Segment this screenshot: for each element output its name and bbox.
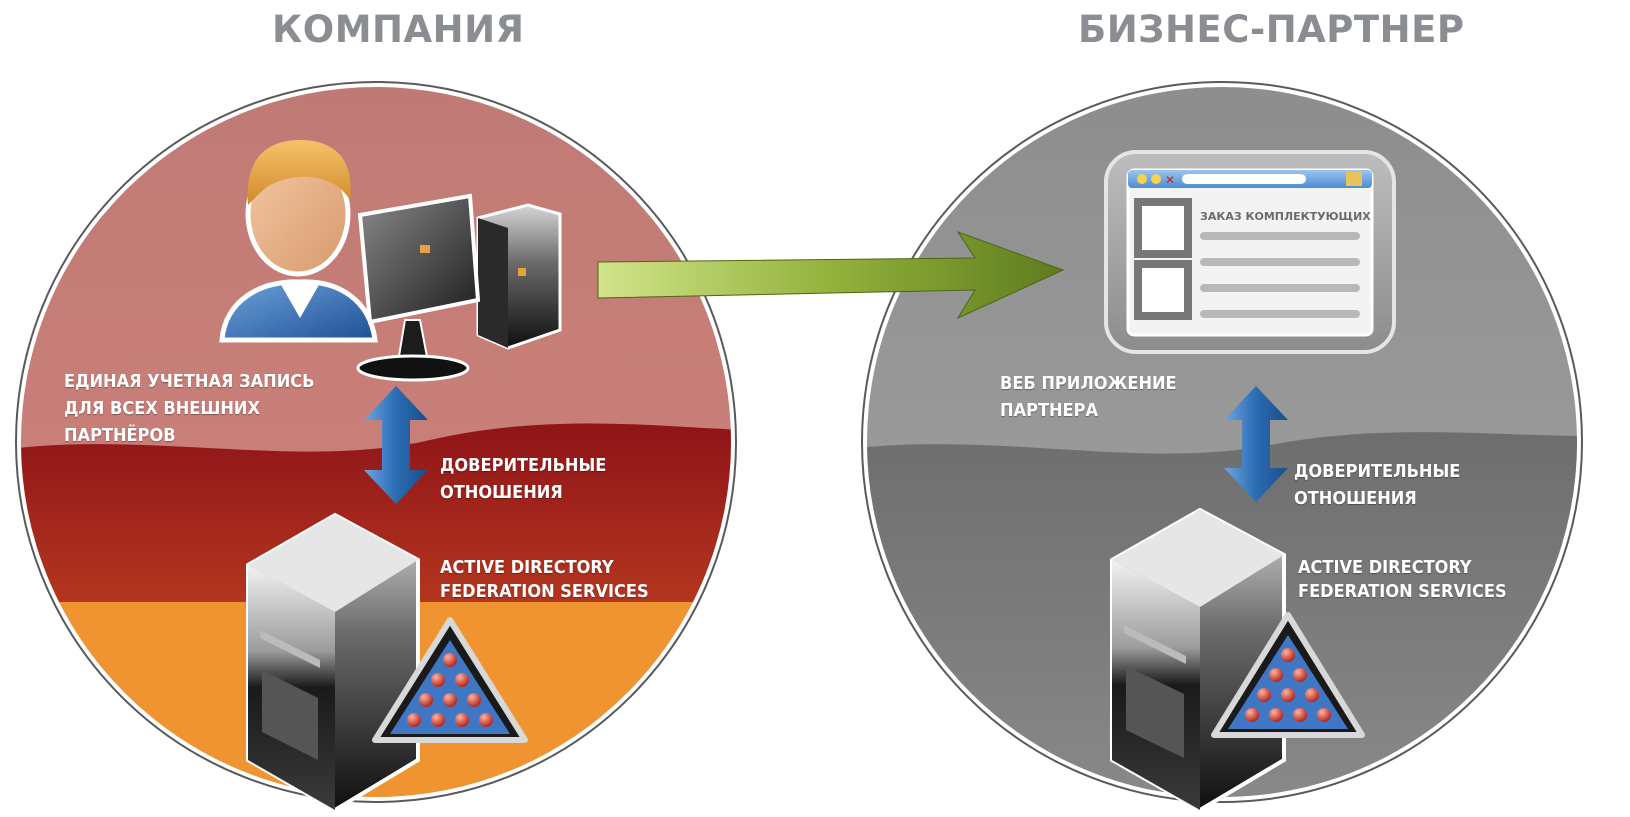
adfs-label-partner: ACTIVE DIRECTORY FEDERATION SERVICES [1298,557,1507,602]
browser-heading: ЗАКАЗ КОМПЛЕКТУЮЩИХ [1200,210,1371,223]
trust-label-company: ДОВЕРИТЕЛЬНЫЕ ОТНОШЕНИЯ [440,455,607,503]
web-app-label: ВЕБ ПРИЛОЖЕНИЕ ПАРТНЕРА [1000,373,1177,421]
federation-flow-arrow [597,231,1065,320]
adfs-server-icon-company [246,512,420,813]
federation-badge-icon-company [372,617,528,743]
partner-web-app-icon: ✕ [1104,150,1396,354]
federation-badge-icon-partner [1211,612,1365,738]
adfs-label-company: ACTIVE DIRECTORY FEDERATION SERVICES [440,557,649,602]
svg-text:✕: ✕ [1165,173,1175,187]
workstation-icon [356,193,562,382]
user-icon [219,140,378,343]
trust-arrow-partner [1224,386,1288,502]
trust-label-partner: ДОВЕРИТЕЛЬНЫЕ ОТНОШЕНИЯ [1294,461,1461,509]
partner-title: БИЗНЕС-ПАРТНЕР [1078,8,1465,51]
company-title: КОМПАНИЯ [272,8,525,51]
user-account-label: ЕДИНАЯ УЧЕТНАЯ ЗАПИСЬ ДЛЯ ВСЕХ ВНЕШНИХ П… [64,371,315,446]
trust-arrow-company [364,386,428,504]
